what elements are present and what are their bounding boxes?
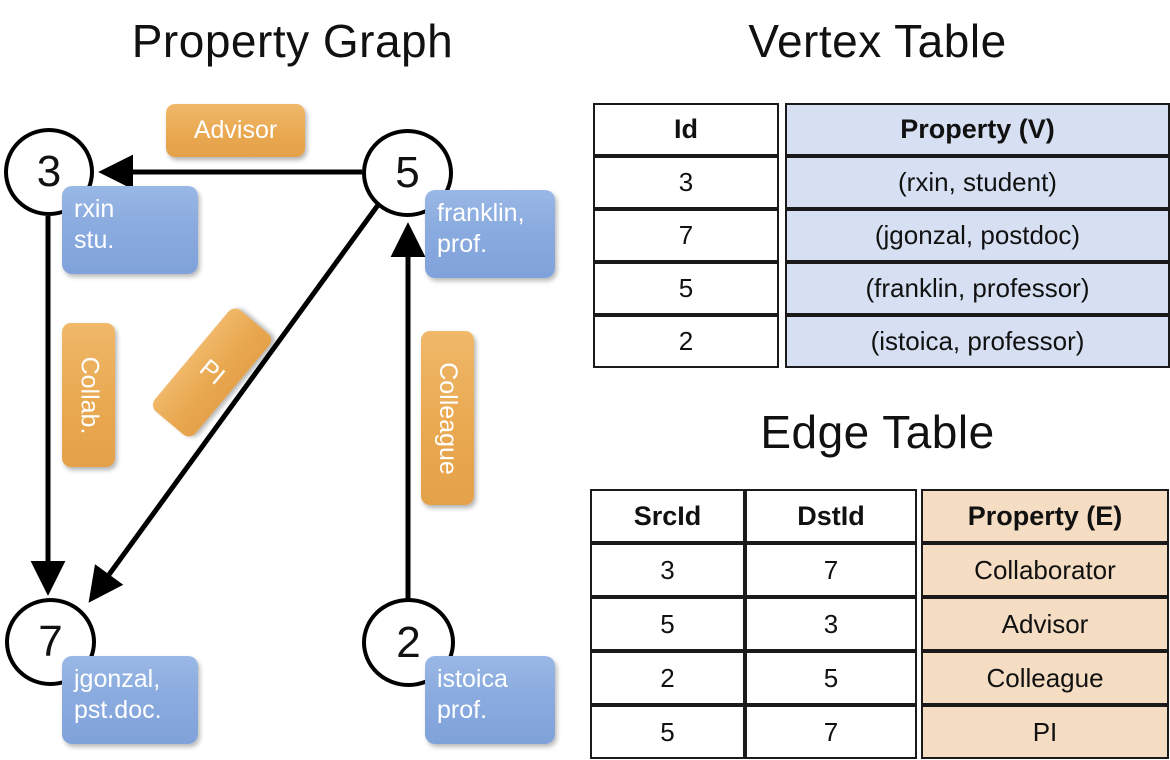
vertex-table-cell-property: (istoica, professor) <box>785 315 1170 368</box>
vertex-table-cell-id: 3 <box>593 156 779 209</box>
table-row[interactable]: 3 7 Collaborator <box>590 543 1169 597</box>
edge-table-cell-property: Advisor <box>921 597 1169 651</box>
edge-table-cell-dstid: 7 <box>745 543 917 597</box>
graph-vertex-5[interactable]: 5 <box>362 129 453 217</box>
vertex-table-column-gap <box>779 209 785 262</box>
table-row[interactable]: 2 5 Colleague <box>590 651 1169 705</box>
graph-edge-label-advisor-text: Advisor <box>193 116 278 144</box>
table-row[interactable]: 2 (istoica, professor) <box>593 315 1170 368</box>
edge-table-cell-property: Colleague <box>921 651 1169 705</box>
edge-table-cell-property: Collaborator <box>921 543 1169 597</box>
vertex-table-column-gap <box>779 315 785 368</box>
edge-table-column-gap <box>917 489 921 543</box>
edge-table-cell-dstid: 3 <box>745 597 917 651</box>
graph-edges-layer <box>30 154 426 603</box>
graph-vertex-2-property-box: istoica prof. <box>425 656 555 744</box>
vertex-table-column-gap <box>779 262 785 315</box>
graph-vertex-7-property-box: jgonzal, pst.doc. <box>62 656 198 744</box>
table-row[interactable]: 5 (franklin, professor) <box>593 262 1170 315</box>
edge-table-column-gap <box>917 543 921 597</box>
vertex-table-cell-property: (franklin, professor) <box>785 262 1170 315</box>
graph-vertex-3-property-line2: stu. <box>74 225 115 254</box>
graph-vertex-7-id: 7 <box>38 617 63 666</box>
vertex-table-header-row: Id Property (V) <box>593 103 1170 156</box>
vertex-table-header-id: Id <box>593 103 779 156</box>
graph-edge-label-advisor: Advisor <box>166 104 305 157</box>
property-graph-diagram: 3 5 7 2 rxin stu. franklin, prof. jgonza… <box>4 104 555 744</box>
vertex-table-cell-id: 2 <box>593 315 779 368</box>
graph-vertex-3-property-line1: rxin <box>74 195 115 223</box>
page-title-vertex-table: Vertex Table <box>748 15 1007 67</box>
vertex-table-cell-property: (rxin, student) <box>785 156 1170 209</box>
edge-5-to-7 <box>88 203 381 603</box>
graph-vertex-2[interactable]: 2 <box>362 598 455 687</box>
edge-table-cell-property: PI <box>921 705 1169 759</box>
graph-edge-label-pi-text: PI <box>194 353 231 391</box>
edge-table: SrcId DstId Property (E) 3 7 Collaborato… <box>590 489 1169 759</box>
page-title-property-graph: Property Graph <box>131 15 454 67</box>
graph-vertex-5-id: 5 <box>395 148 420 197</box>
edge-table-header-property: Property (E) <box>921 489 1169 543</box>
table-row[interactable]: 3 (rxin, student) <box>593 156 1170 209</box>
edge-table-header-srcid: SrcId <box>590 489 745 543</box>
graph-vertex-5-property-line1: franklin, <box>437 199 525 227</box>
graph-vertex-2-property-line1: istoica <box>437 665 508 693</box>
graph-vertex-7-property-line1: jgonzal, <box>74 665 161 693</box>
vertex-table-column-gap <box>779 103 785 156</box>
edge-table-cell-srcid: 2 <box>590 651 745 705</box>
graph-vertex-5-property-line2: prof. <box>437 229 488 258</box>
graph-vertex-3-id: 3 <box>36 147 62 196</box>
table-row[interactable]: 5 3 Advisor <box>590 597 1169 651</box>
edge-table-cell-srcid: 5 <box>590 597 745 651</box>
graph-vertex-3-property-box: rxin stu. <box>62 186 198 274</box>
vertex-table-column-gap <box>779 156 785 209</box>
vertex-table: Id Property (V) 3 (rxin, student) 7 (jgo… <box>593 103 1170 368</box>
edge-table-cell-dstid: 7 <box>745 705 917 759</box>
edge-table-header-dstid: DstId <box>745 489 917 543</box>
table-row[interactable]: 7 (jgonzal, postdoc) <box>593 209 1170 262</box>
graph-edge-label-colleague-text: Colleague <box>434 361 462 475</box>
vertex-table-cell-property: (jgonzal, postdoc) <box>785 209 1170 262</box>
vertex-table-cell-id: 7 <box>593 209 779 262</box>
edge-table-column-gap <box>917 651 921 705</box>
edge-table-cell-srcid: 5 <box>590 705 745 759</box>
vertex-table-cell-id: 5 <box>593 262 779 315</box>
edge-table-column-gap <box>917 705 921 759</box>
edge-table-header-row: SrcId DstId Property (E) <box>590 489 1169 543</box>
graph-vertex-2-property-line2: prof. <box>437 695 488 724</box>
graph-edge-label-colleague: Colleague <box>421 331 474 505</box>
graph-edge-label-collab: Collab. <box>62 323 115 467</box>
graph-vertex-2-id: 2 <box>396 617 421 667</box>
edge-table-column-gap <box>917 597 921 651</box>
graph-edge-label-collab-text: Collab. <box>75 356 104 434</box>
page-title-edge-table: Edge Table <box>760 406 995 458</box>
graph-vertex-7-property-line2: pst.doc. <box>74 695 162 724</box>
table-row[interactable]: 5 7 PI <box>590 705 1169 759</box>
vertex-table-header-property: Property (V) <box>785 103 1170 156</box>
edge-table-cell-srcid: 3 <box>590 543 745 597</box>
graph-vertex-5-property-box: franklin, prof. <box>425 190 555 278</box>
edge-table-cell-dstid: 5 <box>745 651 917 705</box>
